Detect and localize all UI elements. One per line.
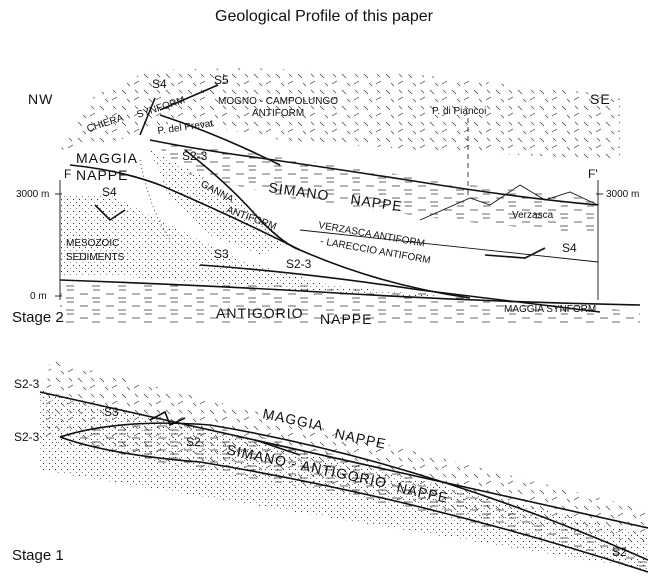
stage1-label-s23-a: S2-3 xyxy=(14,377,40,391)
label-f-right: F' xyxy=(588,167,598,181)
stage1-label-s2-a: S2 xyxy=(186,435,201,449)
label-mesozoic: MESOZOIC xyxy=(66,238,119,249)
label-s4-right: S4 xyxy=(562,241,577,255)
label-nw: NW xyxy=(28,91,53,107)
stage1-label-s2-b: S2 xyxy=(612,545,627,559)
label-se: SE xyxy=(590,91,611,107)
label-mogno-2: ANTIFORM xyxy=(252,108,304,119)
label-f-left: F xyxy=(64,167,71,181)
stage1-label-s23-b: S2-3 xyxy=(14,430,40,444)
stage1-label-s3: S3 xyxy=(104,405,119,419)
label-sediments: SEDIMENTS xyxy=(66,252,125,263)
label-elev-3000-right: 3000 m xyxy=(606,189,639,200)
label-antigorio: ANTIGORIO xyxy=(216,305,304,321)
label-stage-2: Stage 2 xyxy=(12,309,64,326)
label-s23-mid: S2-3 xyxy=(286,257,312,271)
label-maggia: MAGGIA xyxy=(76,150,138,166)
label-stage-1: Stage 1 xyxy=(12,547,64,564)
stage2-diagram xyxy=(55,68,640,325)
label-s4-left: S4 xyxy=(102,185,117,199)
label-mogno-1: MOGNO - CAMPOLUNGO xyxy=(218,96,338,107)
label-s4-top: S4 xyxy=(152,77,167,91)
label-maggia-synform: MAGGIA SYNFORM xyxy=(504,304,596,315)
label-piancoi: P. di Piancoi xyxy=(432,106,486,117)
label-s5: S5 xyxy=(214,73,229,87)
label-elev-3000-left: 3000 m xyxy=(16,189,49,200)
label-antigorio-nappe: NAPPE xyxy=(320,311,372,327)
label-verzasca: Verzasca xyxy=(512,210,554,221)
label-s23-top: S2-3 xyxy=(182,149,208,163)
label-maggia-nappe: NAPPE xyxy=(76,167,128,183)
label-elev-0: 0 m xyxy=(30,291,47,302)
label-s3: S3 xyxy=(214,247,229,261)
